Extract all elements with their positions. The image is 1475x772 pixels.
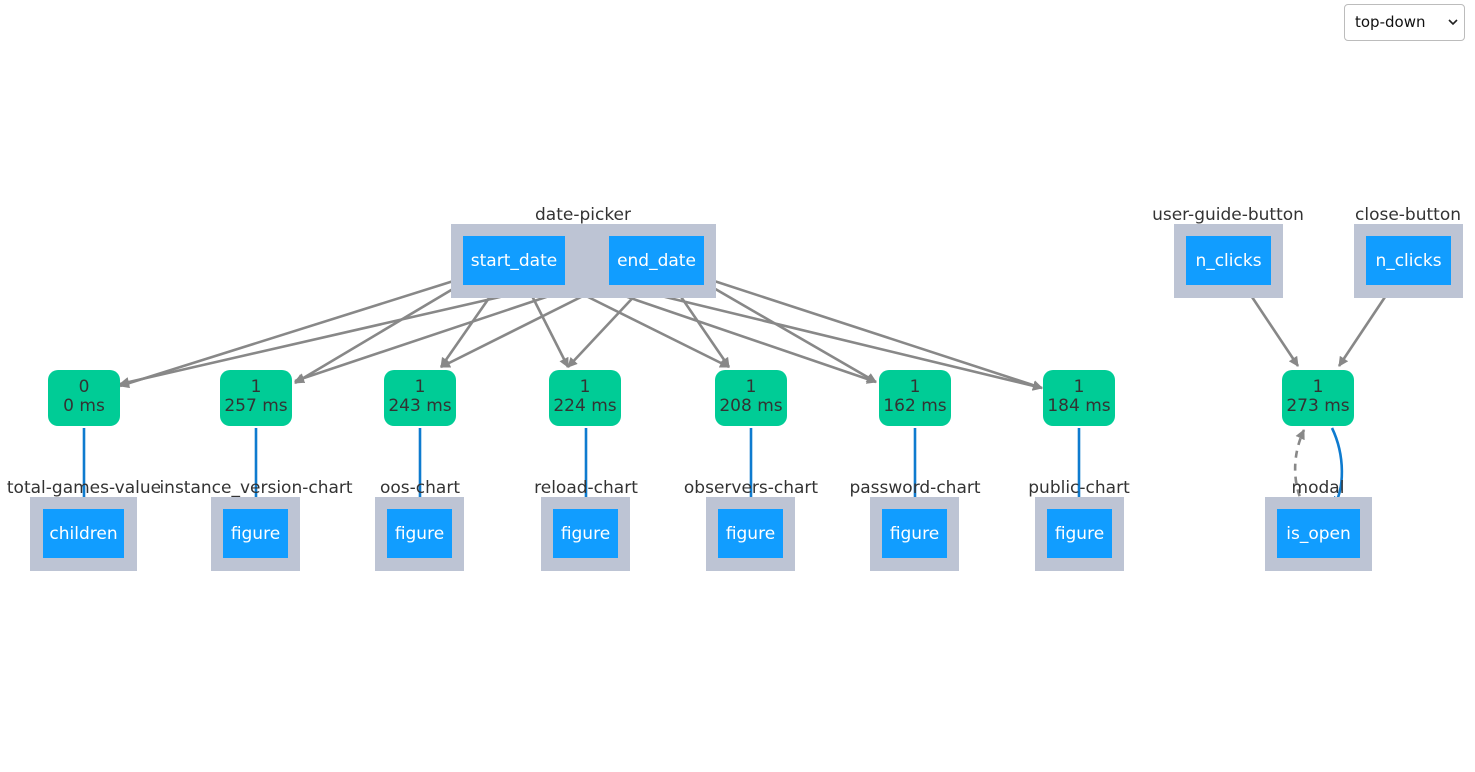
dependency-edge <box>1293 429 1307 509</box>
callback-count: 1 <box>1073 377 1085 397</box>
output-property[interactable]: figure <box>1047 509 1112 558</box>
dependency-edge <box>673 287 731 368</box>
close-button-label: close-button <box>1355 205 1461 225</box>
callback-node[interactable]: 1 224 ms <box>549 370 621 426</box>
date-picker-label: date-picker <box>534 205 632 225</box>
callback-node[interactable]: 1 243 ms <box>384 370 456 426</box>
output-property[interactable]: children <box>43 509 124 558</box>
output-property[interactable]: figure <box>553 509 618 558</box>
layout-select-value: top-down <box>1355 13 1426 31</box>
dependency-edge <box>119 276 464 389</box>
layout-select[interactable]: top-down <box>1344 4 1465 41</box>
callback-node[interactable]: 1 162 ms <box>879 370 951 426</box>
dependency-edge <box>294 281 464 385</box>
output-label: public-chart <box>1028 478 1130 498</box>
output-label: total-games-value <box>6 478 162 498</box>
callback-count: 1 <box>745 377 757 397</box>
callback-time: 0 ms <box>63 396 105 416</box>
output-label: instance_version-chart <box>159 478 353 498</box>
callback-time: 184 ms <box>1047 396 1111 416</box>
user-guide-n-clicks-property[interactable]: n_clicks <box>1186 236 1271 285</box>
callback-time: 273 ms <box>1286 396 1350 416</box>
callback-time: 257 ms <box>224 396 288 416</box>
dependency-edge <box>526 287 570 368</box>
callback-time: 224 ms <box>553 396 617 416</box>
end-date-property[interactable]: end_date <box>609 236 704 285</box>
output-property[interactable]: figure <box>718 509 783 558</box>
callback-count: 1 <box>909 377 921 397</box>
user-guide-button-label: user-guide-button <box>1152 205 1304 225</box>
dependency-edge <box>567 287 643 368</box>
output-property[interactable]: figure <box>223 509 288 558</box>
output-label: password-chart <box>849 478 981 498</box>
callback-time: 208 ms <box>719 396 783 416</box>
output-property[interactable]: figure <box>882 509 947 558</box>
callback-time: 162 ms <box>883 396 947 416</box>
output-label: oos-chart <box>380 478 460 498</box>
dependency-edge <box>1337 287 1393 367</box>
callback-count: 1 <box>250 377 262 397</box>
callback-time: 243 ms <box>388 396 452 416</box>
dependency-edge <box>704 276 1043 390</box>
callback-node[interactable]: 1 184 ms <box>1043 370 1115 426</box>
callback-node[interactable]: 0 0 ms <box>48 370 120 426</box>
callback-count: 1 <box>1312 377 1324 397</box>
output-label: observers-chart <box>683 478 819 498</box>
callback-node[interactable]: 1 208 ms <box>715 370 787 426</box>
chevron-down-icon <box>1448 19 1458 26</box>
start-date-property[interactable]: start_date <box>463 236 565 285</box>
output-property[interactable]: figure <box>387 509 452 558</box>
dependency-edge <box>1244 287 1300 367</box>
callback-count: 0 <box>78 377 90 397</box>
close-button-n-clicks-property[interactable]: n_clicks <box>1366 236 1451 285</box>
output-label: modal <box>1291 478 1345 498</box>
callback-node[interactable]: 1 257 ms <box>220 370 292 426</box>
callback-count: 1 <box>414 377 426 397</box>
dependency-edge <box>439 287 498 368</box>
callback-count: 1 <box>579 377 591 397</box>
dependency-edge <box>704 281 877 384</box>
output-property[interactable]: is_open <box>1277 509 1360 558</box>
output-label: reload-chart <box>534 478 638 498</box>
callback-node[interactable]: 1 273 ms <box>1282 370 1354 426</box>
